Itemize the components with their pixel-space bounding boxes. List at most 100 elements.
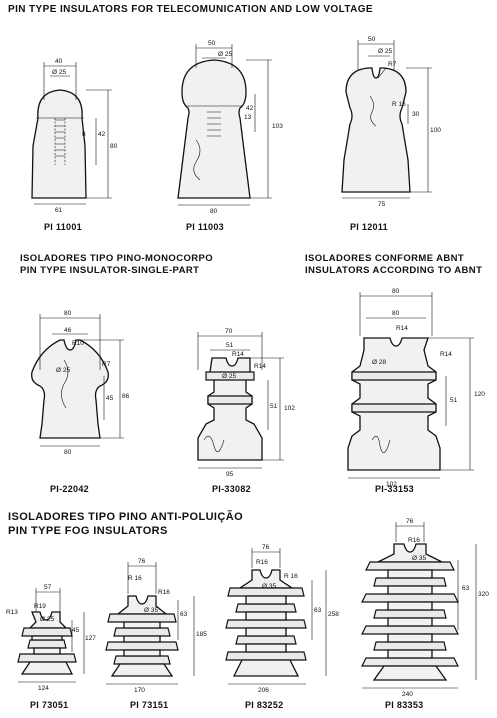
heading-monocorpo-en: PIN TYPE INSULATOR-SINGLE-PART [20, 265, 200, 276]
dim-pi12011-bore: Ø 25 [378, 48, 392, 55]
insulator-pi11003: 50 Ø 25 42 13 103 80 [177, 40, 283, 215]
dim-pi83252-radius-top: R16 [256, 559, 268, 566]
dim-pi33082-radius-side: R14 [254, 363, 266, 370]
dim-pi22042-base: 80 [64, 449, 72, 456]
dim-pi11003-base: 80 [210, 208, 218, 215]
dim-pi73051-radius-top: R19 [34, 603, 46, 610]
dim-pi33153-bore: Ø 28 [372, 359, 386, 366]
heading-monocorpo-pt: ISOLADORES TIPO PINO-MONOCORPO [20, 253, 214, 264]
insulator-pi83252: 76 R16 R 16 Ø 35 63 258 206 [225, 544, 339, 694]
insulator-pi33153: 80 80 R14 Ø 28 R14 51 120 102 [347, 288, 485, 488]
dim-pi33153-top: 80 [392, 288, 400, 295]
dim-pi12011-base: 75 [378, 201, 386, 208]
insulator-pi73051: 57 R13 R19 Ø 25 45 127 124 [6, 584, 96, 692]
insulator-pi83353: 76 R16 Ø 35 63 320 240 [361, 518, 489, 698]
dim-pi11001-thread: 8 [82, 131, 86, 138]
dim-pi33153-radius-top: R14 [396, 325, 408, 332]
heading-monocorpo: ISOLADORES TIPO PINO-MONOCORPO PIN TYPE … [20, 253, 213, 277]
dim-pi83353-radius-top: R16 [408, 537, 420, 544]
dim-pi33082-top: 70 [225, 328, 233, 335]
dim-pi73151-base: 170 [134, 687, 145, 694]
insulator-pi22042: 80 46 R10 Ø 25 R7 45 86 80 [31, 310, 130, 456]
dim-pi73051-bore: Ø 25 [40, 616, 54, 623]
dim-pi11001-top: 40 [55, 58, 63, 65]
dim-pi22042-radius-top: R10 [72, 340, 84, 347]
dim-pi33153-neck: 80 [392, 310, 400, 317]
dim-pi11003-bore: Ø 25 [218, 51, 232, 58]
dim-pi22042-radius-side: R7 [102, 361, 111, 368]
dim-pi73051-base: 124 [38, 685, 49, 692]
insulator-pi33082: 70 51 R14 Ø 25 R14 51 102 95 [197, 328, 295, 478]
model-label-pi33082: PI-33082 [212, 484, 251, 494]
insulator-pi83353-body [377, 543, 443, 563]
dim-pi73151-top: 76 [138, 558, 146, 565]
heading-abnt-en: INSULATORS ACCORDING TO ABNT [305, 265, 483, 276]
dim-pi83252-bore: Ø 35 [262, 583, 276, 590]
dim-pi12011-radius-top: R7 [388, 61, 397, 68]
dim-pi22042-bore: Ø 25 [56, 367, 70, 374]
dim-pi73051-top: 57 [44, 584, 52, 591]
dim-pi83353-depth: 63 [462, 585, 470, 592]
dim-pi11003-top: 50 [208, 40, 216, 47]
dim-pi33082-base: 95 [226, 471, 234, 478]
model-label-pi73151: PI 73151 [130, 700, 169, 710]
model-label-pi11001: PI 11001 [44, 222, 82, 232]
dim-pi12011-top: 50 [368, 36, 376, 43]
dim-pi12011-groove: 30 [412, 111, 420, 118]
dim-pi73051-radius-side: R13 [6, 609, 18, 616]
insulator-pi11001: 40 Ø 25 8 42 80 61 [31, 58, 118, 214]
model-label-pi83353: PI 83353 [385, 700, 424, 710]
dim-pi22042-neck: 46 [64, 327, 72, 334]
dim-pi33153-depth: 51 [450, 397, 458, 404]
dim-pi73151-radius-top: R 16 [128, 575, 142, 582]
dim-pi11003-height: 103 [272, 123, 283, 130]
dim-pi73151-height: 185 [196, 631, 207, 638]
model-label-pi22042: PI-22042 [50, 484, 89, 494]
dim-pi33153-radius-side: R14 [440, 351, 452, 358]
dim-pi83252-depth: 63 [314, 607, 322, 614]
dim-pi33082-neck: 51 [226, 342, 234, 349]
dim-pi22042-top: 80 [64, 310, 72, 317]
dim-pi11001-depth: 42 [98, 131, 106, 138]
dim-pi33153-height: 120 [474, 391, 485, 398]
dim-pi83252-base: 206 [258, 687, 269, 694]
dim-pi33082-depth: 51 [270, 403, 278, 410]
dim-pi73151-depth: 63 [180, 611, 188, 618]
insulator-pi12011: 50 Ø 25 R7 R 16 30 100 75 [341, 36, 441, 208]
dim-pi12011-height: 100 [430, 127, 441, 134]
heading-telecom: PIN TYPE INSULATORS FOR TELECOMUNICATION… [8, 4, 373, 15]
dim-pi33153-base: 102 [386, 481, 397, 488]
heading-fog-en: PIN TYPE FOG INSULATORS [8, 525, 168, 537]
dim-pi11001-bore: Ø 25 [52, 69, 66, 76]
insulator-pi83252-body [237, 569, 295, 589]
dim-pi11001-base: 61 [55, 207, 63, 214]
dim-pi33082-bore: Ø 25 [222, 373, 236, 380]
heading-abnt: ISOLADORES CONFORME ABNT INSULATORS ACCO… [305, 253, 482, 277]
insulator-pi73051-body [28, 611, 68, 629]
insulator-pi12011-body [341, 67, 411, 193]
dim-pi83252-top: 76 [262, 544, 270, 551]
model-label-pi73051: PI 73051 [30, 700, 69, 710]
heading-fog-pt: ISOLADORES TIPO PINO ANTI-POLUIÇÃO [8, 511, 244, 523]
dim-pi83353-base: 240 [402, 691, 413, 698]
dim-pi83353-top: 76 [406, 518, 414, 525]
heading-fog: ISOLADORES TIPO PINO ANTI-POLUIÇÃO PIN T… [8, 510, 243, 538]
insulator-pi11003-body [177, 59, 251, 199]
dim-pi33082-height: 102 [284, 405, 295, 412]
model-label-pi83252: PI 83252 [245, 700, 284, 710]
model-label-pi33153: PI-33153 [375, 484, 414, 494]
model-label-pi11003: PI 11003 [186, 222, 224, 232]
dim-pi73151-bore: Ø 35 [144, 607, 158, 614]
dim-pi73051-height: 127 [85, 635, 96, 642]
dim-pi12011-radius-side: R 16 [392, 101, 406, 108]
dim-pi11003-depth: 42 [246, 105, 254, 112]
dim-pi33082-radius-top: R14 [232, 351, 244, 358]
dim-pi83252-height: 258 [328, 611, 339, 618]
insulator-pi73151: 76 R 16 R16 Ø 35 63 185 170 [105, 558, 207, 694]
dim-pi22042-height: 86 [122, 393, 130, 400]
heading-abnt-pt: ISOLADORES CONFORME ABNT [305, 253, 465, 264]
insulator-pi73151-body [116, 595, 168, 615]
insulator-pi33082-body [197, 357, 263, 461]
insulator-pi22042-body [31, 339, 109, 439]
